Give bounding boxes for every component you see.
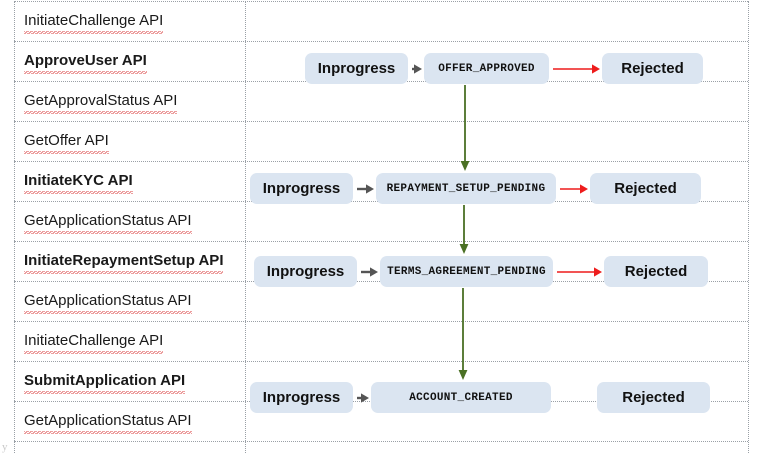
api-row-label: GetApplicationStatus API xyxy=(24,201,192,241)
node-source-repayment-setup-pending[interactable]: Inprogress xyxy=(250,173,353,204)
api-name-text: GetApplicationStatus API xyxy=(24,281,192,321)
node-target-terms-agreement-pending[interactable]: Rejected xyxy=(604,256,708,287)
api-row-label: ApproveUser API xyxy=(24,41,147,81)
api-name-text: GetOffer API xyxy=(24,121,109,161)
api-row-label: GetApplicationStatus API xyxy=(24,401,192,441)
node-source-offer-approved[interactable]: Inprogress xyxy=(305,53,408,84)
arrow-transition-repayment-setup-pending xyxy=(357,183,374,195)
api-name-text: ApproveUser API xyxy=(24,41,147,81)
api-name-text: InitiateChallenge API xyxy=(24,1,164,41)
api-row-label: InitiateChallenge API xyxy=(24,321,164,361)
node-source-terms-agreement-pending[interactable]: Inprogress xyxy=(254,256,357,287)
api-row-label: InitiateRepaymentSetup API xyxy=(24,241,224,281)
api-row-label: GetApplicationStatus API xyxy=(24,281,192,321)
row-divider xyxy=(14,321,748,322)
api-name-text: GetApplicationStatus API xyxy=(24,201,192,241)
row-divider xyxy=(14,1,748,2)
arrow-transition-offer-approved xyxy=(412,63,422,75)
row-divider xyxy=(14,361,748,362)
api-row-label: InitiateKYC API xyxy=(24,161,133,201)
arrow-reject-terms-agreement-pending xyxy=(557,266,602,278)
row-divider xyxy=(14,241,748,242)
arrow-flow-repayment-to-terms xyxy=(458,205,470,254)
node-state-account-created[interactable]: ACCOUNT_CREATED xyxy=(371,382,551,413)
node-state-terms-agreement-pending[interactable]: TERMS_AGREEMENT_PENDING xyxy=(380,256,553,287)
node-target-repayment-setup-pending[interactable]: Rejected xyxy=(590,173,701,204)
arrow-transition-account-created xyxy=(357,392,369,404)
row-divider xyxy=(14,441,748,442)
api-row-label: GetOffer API xyxy=(24,121,109,161)
api-row-label: InitiateChallenge API xyxy=(24,1,164,41)
table-edge xyxy=(748,1,749,453)
arrow-reject-repayment-setup-pending xyxy=(560,183,588,195)
node-state-offer-approved[interactable]: OFFER_APPROVED xyxy=(424,53,549,84)
arrow-reject-offer-approved xyxy=(553,63,600,75)
arrow-transition-terms-agreement-pending xyxy=(361,266,378,278)
api-row-label: GetApprovalStatus API xyxy=(24,81,178,121)
table-edge xyxy=(14,1,15,453)
node-source-account-created[interactable]: Inprogress xyxy=(250,382,353,413)
row-divider xyxy=(14,161,748,162)
node-state-repayment-setup-pending[interactable]: REPAYMENT_SETUP_PENDING xyxy=(376,173,556,204)
api-row-label: SubmitApplication API xyxy=(24,361,186,401)
node-target-account-created[interactable]: Rejected xyxy=(597,382,710,413)
arrow-flow-offer-to-repayment xyxy=(459,85,471,171)
api-name-text: GetApplicationStatus API xyxy=(24,401,192,441)
api-name-text: InitiateRepaymentSetup API xyxy=(24,241,224,281)
api-name-text: GetApprovalStatus API xyxy=(24,81,178,121)
row-divider xyxy=(14,121,748,122)
api-name-text: InitiateKYC API xyxy=(24,161,133,201)
api-name-text: InitiateChallenge API xyxy=(24,321,164,361)
arrow-flow-terms-to-account xyxy=(457,288,469,380)
column-divider xyxy=(245,1,246,453)
api-name-text: SubmitApplication API xyxy=(24,361,186,401)
node-target-offer-approved[interactable]: Rejected xyxy=(602,53,703,84)
row-divider xyxy=(14,41,748,42)
corner-artifact-char: y xyxy=(2,441,8,453)
